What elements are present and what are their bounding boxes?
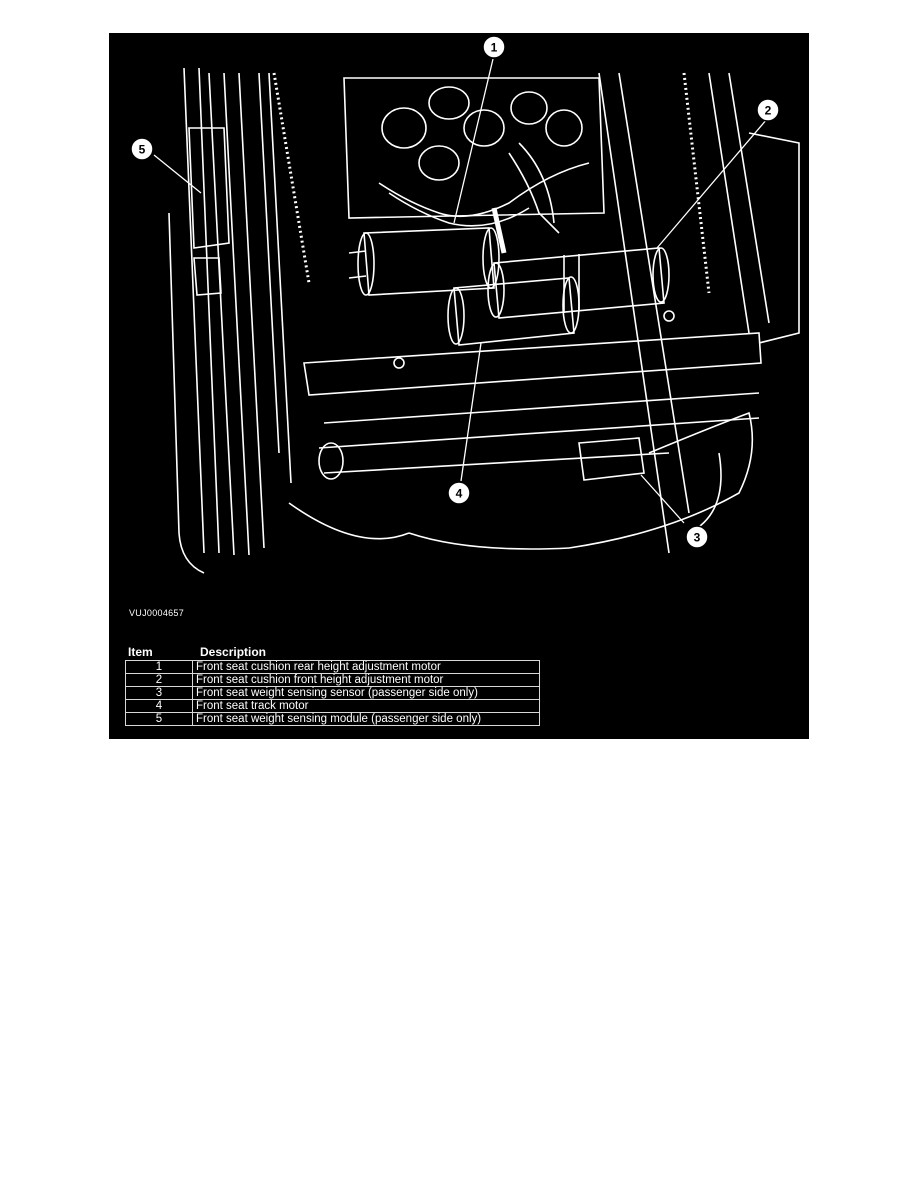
callout-3-label: 3 (694, 531, 701, 545)
callout-4-label: 4 (456, 487, 463, 501)
table-row: 3 Front seat weight sensing sensor (pass… (125, 686, 540, 700)
table-row: 2 Front seat cushion front height adjust… (125, 673, 540, 687)
callout-3: 3 (685, 525, 709, 549)
header-item: Item (128, 645, 153, 659)
callout-1-label: 1 (491, 41, 498, 55)
table-row: 1 Front seat cushion rear height adjustm… (125, 660, 540, 674)
callout-4: 4 (447, 481, 471, 505)
row-item: 4 (125, 699, 193, 713)
row-description: Front seat weight sensing sensor (passen… (192, 686, 540, 700)
row-description: Front seat cushion front height adjustme… (192, 673, 540, 687)
legend-rows: 1 Front seat cushion rear height adjustm… (125, 660, 540, 726)
callout-2-label: 2 (765, 104, 772, 118)
table-row: 5 Front seat weight sensing module (pass… (125, 712, 540, 726)
callout-2: 2 (756, 98, 780, 122)
row-description: Front seat track motor (192, 699, 540, 713)
legend-table: Item Description 1 Front seat cushion re… (125, 645, 540, 726)
legend-header: Item Description (125, 645, 540, 660)
seat-frame-drawing: 1 2 3 4 5 (130, 35, 800, 574)
callout-5-label: 5 (139, 143, 146, 157)
figure-id: VUJ0004657 (129, 608, 185, 618)
callout-1: 1 (482, 35, 506, 59)
row-item: 3 (125, 686, 193, 700)
row-item: 5 (125, 712, 193, 726)
callout-5: 5 (130, 137, 154, 161)
seat-motor-diagram: 1 2 3 4 5 VUJ0004657 Item Description 1 … (109, 33, 809, 739)
table-row: 4 Front seat track motor (125, 699, 540, 713)
header-description: Description (200, 645, 267, 659)
row-item: 1 (125, 660, 193, 674)
row-description: Front seat weight sensing module (passen… (192, 712, 540, 726)
row-item: 2 (125, 673, 193, 687)
row-description: Front seat cushion rear height adjustmen… (192, 660, 540, 674)
